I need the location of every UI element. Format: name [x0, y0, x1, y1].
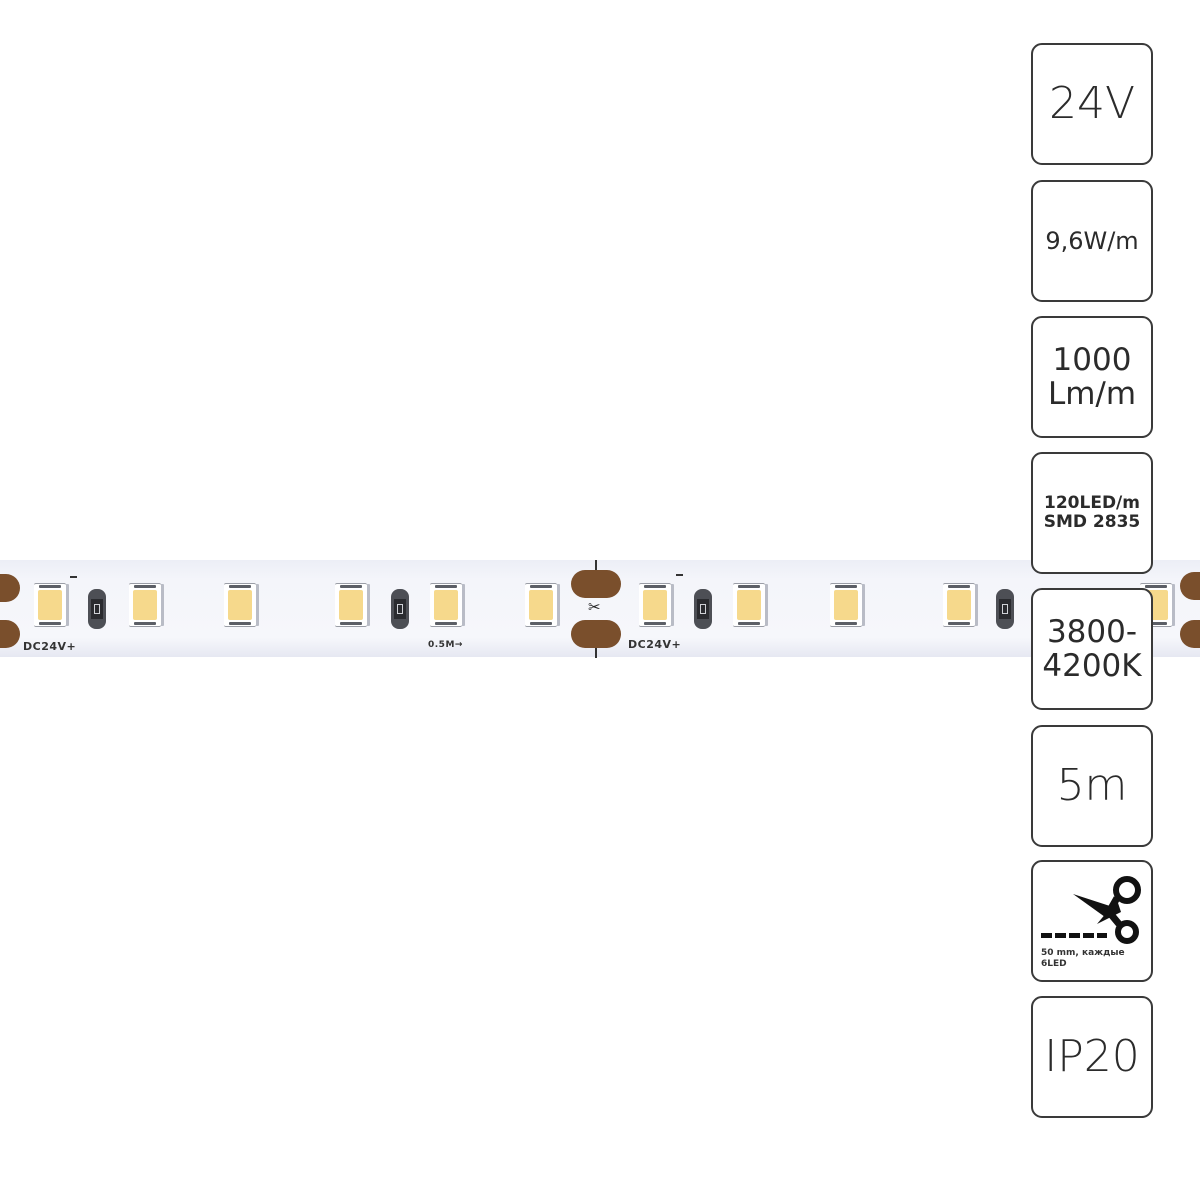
led-chip [335, 583, 367, 627]
voltage-marking: DC24V+ [628, 638, 682, 651]
spec-color-temperature: 3800- 4200K [1031, 588, 1153, 710]
led-chip [129, 583, 161, 627]
spec-luminous-flux-line2: Lm/m [1047, 376, 1137, 412]
resistor [694, 589, 712, 629]
resistor [996, 589, 1014, 629]
spec-voltage: 24V [1031, 43, 1153, 165]
spec-led-density-line1: 120LED/m [1044, 493, 1140, 514]
spec-power: 9,6W/m [1031, 180, 1153, 302]
led-chip [639, 583, 671, 627]
scissors-icon: ✂ [588, 598, 601, 616]
resistor [391, 589, 409, 629]
led-chip [943, 583, 975, 627]
solder-pad [0, 620, 20, 648]
cut-interval-caption-line2: 6LED [1041, 959, 1067, 970]
spec-led-density: 120LED/m SMD 2835 [1031, 452, 1153, 574]
resistor [88, 589, 106, 629]
led-chip [733, 583, 765, 627]
spec-luminous-flux-line1: 1000 [1052, 341, 1132, 378]
spec-color-temperature-line2: 4200K [1042, 648, 1142, 684]
cut-mark [595, 560, 597, 570]
led-chip [430, 583, 462, 627]
spec-led-density-line2: SMD 2835 [1043, 512, 1141, 532]
solder-pad [0, 574, 20, 602]
spec-length-value: 5m [1056, 759, 1128, 811]
solder-pad [1180, 572, 1200, 600]
segment-marking: 0.5M→ [428, 640, 463, 650]
spec-length: 5m [1031, 725, 1153, 847]
minus-mark [676, 574, 683, 576]
led-chip [224, 583, 256, 627]
led-chip [525, 583, 557, 627]
spec-ip-rating-value: IP20 [1044, 1030, 1140, 1082]
spec-color-temperature-line1: 3800- [1046, 613, 1138, 650]
led-chip [830, 583, 862, 627]
spec-ip-rating: IP20 [1031, 996, 1153, 1118]
led-chip [34, 583, 66, 627]
cut-mark [595, 648, 597, 658]
spec-power-value: 9,6W/m [1045, 226, 1139, 255]
cut-interval-caption: 50 mm, каждые 6LED [1041, 948, 1125, 971]
spec-luminous-flux: 1000 Lm/m [1031, 316, 1153, 438]
cut-interval-caption-line1: 50 mm, каждые [1041, 948, 1125, 958]
spec-cut-interval: 50 mm, каждые 6LED [1031, 860, 1153, 982]
spec-voltage-value: 24V [1048, 77, 1136, 129]
solder-pad [1180, 620, 1200, 648]
minus-mark [70, 576, 77, 578]
solder-pad [571, 570, 621, 598]
voltage-marking: DC24V+ [23, 640, 77, 653]
solder-pad [571, 620, 621, 648]
scissors-icon [1041, 876, 1141, 944]
